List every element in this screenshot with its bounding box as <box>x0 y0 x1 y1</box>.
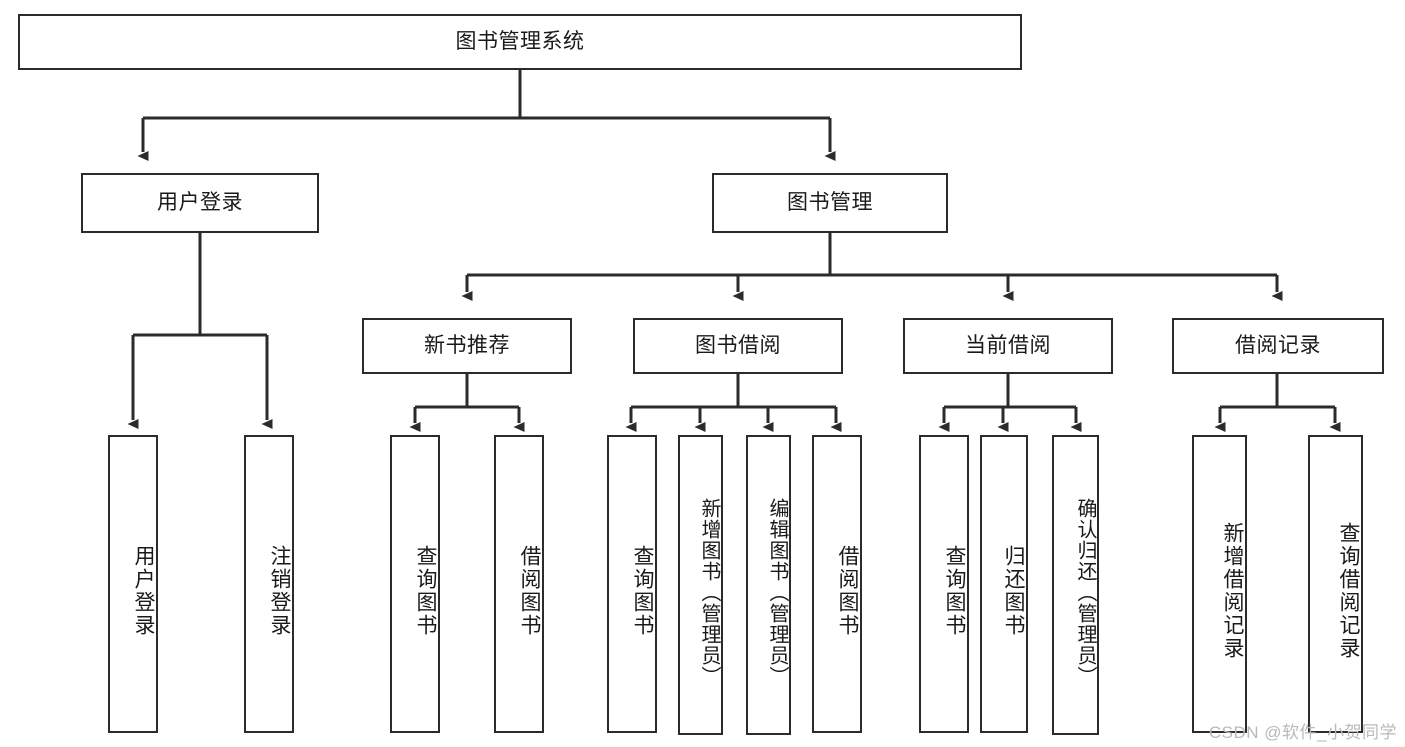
node-label: 注销登录 <box>268 545 291 637</box>
node-label: 查询借阅记录 <box>1337 522 1360 660</box>
leaf-new-book-borrow[interactable]: 借阅图书 <box>494 435 544 733</box>
node-label: 图书借阅 <box>695 334 781 358</box>
node-user-login[interactable]: 用户登录 <box>81 173 319 233</box>
node-label: 新增借阅记录 <box>1221 522 1244 660</box>
leaf-current-borrow-query[interactable]: 查询图书 <box>919 435 969 733</box>
leaf-book-borrow-borrow[interactable]: 借阅图书 <box>812 435 862 733</box>
leaf-book-borrow-add[interactable]: 新增图书（管理员） <box>678 435 723 735</box>
node-book-borrow[interactable]: 图书借阅 <box>633 318 843 374</box>
node-root-system[interactable]: 图书管理系统 <box>18 14 1022 70</box>
node-label: 查询图书 <box>943 545 966 637</box>
node-label: 查询图书 <box>414 545 437 637</box>
node-label: 归还图书 <box>1002 545 1025 637</box>
leaf-new-book-query[interactable]: 查询图书 <box>390 435 440 733</box>
node-label: 用户登录 <box>157 191 243 215</box>
leaf-current-borrow-return[interactable]: 归还图书 <box>980 435 1028 733</box>
node-new-book-recommend[interactable]: 新书推荐 <box>362 318 572 374</box>
node-label: 用户登录 <box>132 545 155 637</box>
node-label: 图书管理 <box>787 191 873 215</box>
node-label: 确认归还（管理员） <box>1074 497 1096 687</box>
node-label: 借阅图书 <box>836 545 859 637</box>
node-label: 借阅记录 <box>1235 334 1321 358</box>
leaf-current-borrow-confirm-return[interactable]: 确认归还（管理员） <box>1052 435 1099 735</box>
node-label: 查询图书 <box>631 545 654 637</box>
leaf-user-login-logout[interactable]: 注销登录 <box>244 435 294 733</box>
leaf-book-borrow-query[interactable]: 查询图书 <box>607 435 657 733</box>
leaf-book-borrow-edit[interactable]: 编辑图书（管理员） <box>746 435 791 735</box>
node-label: 当前借阅 <box>965 334 1051 358</box>
leaf-borrow-record-query[interactable]: 查询借阅记录 <box>1308 435 1363 733</box>
node-current-borrow[interactable]: 当前借阅 <box>903 318 1113 374</box>
leaf-borrow-record-add[interactable]: 新增借阅记录 <box>1192 435 1247 733</box>
node-label: 编辑图书（管理员） <box>766 497 788 687</box>
node-book-management[interactable]: 图书管理 <box>712 173 948 233</box>
node-label: 借阅图书 <box>518 545 541 637</box>
node-label: 新增图书（管理员） <box>698 497 720 687</box>
csdn-watermark: CSDN @软件_小贺同学 <box>1208 723 1397 742</box>
leaf-user-login-login[interactable]: 用户登录 <box>108 435 158 733</box>
node-label: 新书推荐 <box>424 334 510 358</box>
node-borrow-record[interactable]: 借阅记录 <box>1172 318 1384 374</box>
node-label: 图书管理系统 <box>455 30 585 54</box>
